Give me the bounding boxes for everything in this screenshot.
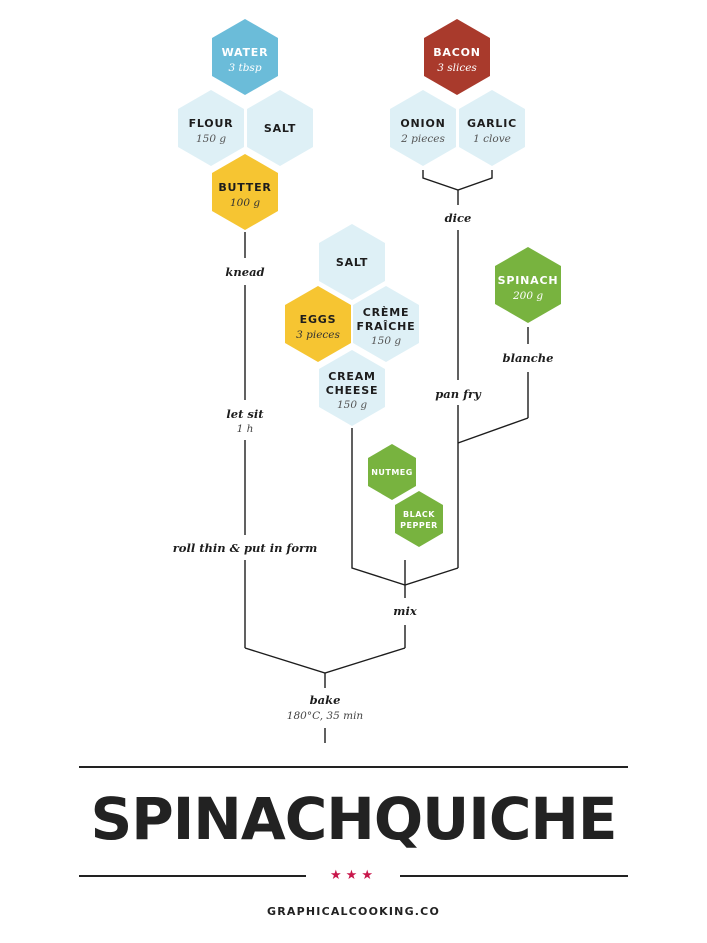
step-pan-fry: pan fry	[435, 387, 482, 401]
svg-text:PEPPER: PEPPER	[400, 521, 438, 530]
ingredient-eggs: EGGS 3 pieces	[285, 286, 351, 362]
svg-text:CRÈME: CRÈME	[363, 306, 410, 319]
step-bake: bake	[310, 693, 341, 707]
svg-text:150 g: 150 g	[371, 335, 401, 347]
svg-text:2 pieces: 2 pieces	[400, 133, 445, 145]
step-dice: dice	[445, 211, 472, 225]
svg-text:NUTMEG: NUTMEG	[371, 468, 413, 477]
step-mix: mix	[393, 604, 417, 618]
divider-top	[79, 766, 628, 768]
step-bake-detail: 180°C, 35 min	[287, 710, 364, 722]
ingredient-water: WATER 3 tbsp	[212, 19, 278, 95]
ingredient-salt-filling: SALT	[319, 224, 385, 300]
ingredient-salt-dough: SALT	[247, 90, 313, 166]
ingredient-black-pepper: BLACK PEPPER	[395, 491, 443, 547]
divider-bottom-left	[79, 875, 306, 877]
svg-text:GARLIC: GARLIC	[467, 117, 517, 130]
svg-text:BLACK: BLACK	[403, 510, 435, 519]
ingredient-nutmeg: NUTMEG	[368, 444, 416, 500]
rating-stars-icon: ★★★	[330, 868, 377, 883]
svg-text:3 tbsp: 3 tbsp	[228, 62, 261, 74]
svg-text:EGGS: EGGS	[300, 313, 337, 326]
svg-text:100 g: 100 g	[230, 197, 260, 209]
ingredient-garlic: GARLIC 1 clove	[459, 90, 525, 166]
svg-text:CHEESE: CHEESE	[326, 384, 379, 397]
website-link[interactable]: GRAPHICALCOOKING.CO	[267, 905, 440, 918]
svg-text:SALT: SALT	[336, 256, 368, 269]
svg-text:ONION: ONION	[400, 117, 445, 130]
step-let-sit: let sit	[226, 407, 264, 421]
flow-lines	[244, 170, 529, 743]
svg-text:150 g: 150 g	[337, 399, 367, 411]
step-roll: roll thin & put in form	[173, 541, 318, 555]
recipe-flow-diagram: WATER 3 tbsp FLOUR 150 g SALT BUTTER 100…	[173, 19, 561, 743]
svg-text:FLOUR: FLOUR	[189, 117, 234, 130]
ingredient-butter: BUTTER 100 g	[212, 154, 278, 230]
svg-text:SALT: SALT	[264, 122, 296, 135]
ingredient-bacon: BACON 3 slices	[424, 19, 490, 95]
ingredient-creme-fraiche: CRÈME FRAÎCHE 150 g	[353, 286, 419, 362]
svg-text:150 g: 150 g	[196, 133, 226, 145]
ingredient-cream-cheese: CREAM CHEESE 150 g	[319, 350, 385, 426]
divider-bottom-right	[400, 875, 628, 877]
svg-text:3 pieces: 3 pieces	[296, 329, 340, 341]
svg-text:WATER: WATER	[222, 46, 269, 59]
ingredient-flour: FLOUR 150 g	[178, 90, 244, 166]
step-knead: knead	[225, 265, 264, 279]
svg-text:BACON: BACON	[433, 46, 481, 59]
svg-text:1 clove: 1 clove	[473, 133, 511, 145]
ingredient-onion: ONION 2 pieces	[390, 90, 456, 166]
svg-text:3 slices: 3 slices	[437, 62, 477, 74]
ingredient-spinach: SPINACH 200 g	[495, 247, 561, 323]
step-blanche: blanche	[503, 351, 554, 365]
step-let-sit-detail: 1 h	[237, 423, 254, 435]
svg-text:SPINACH: SPINACH	[498, 274, 559, 287]
svg-text:CREAM: CREAM	[328, 370, 376, 383]
svg-text:FRAÎCHE: FRAÎCHE	[357, 320, 416, 333]
svg-text:BUTTER: BUTTER	[218, 181, 271, 194]
svg-text:200 g: 200 g	[512, 290, 543, 302]
recipe-title: SPINACHQUICHE	[90, 785, 617, 853]
